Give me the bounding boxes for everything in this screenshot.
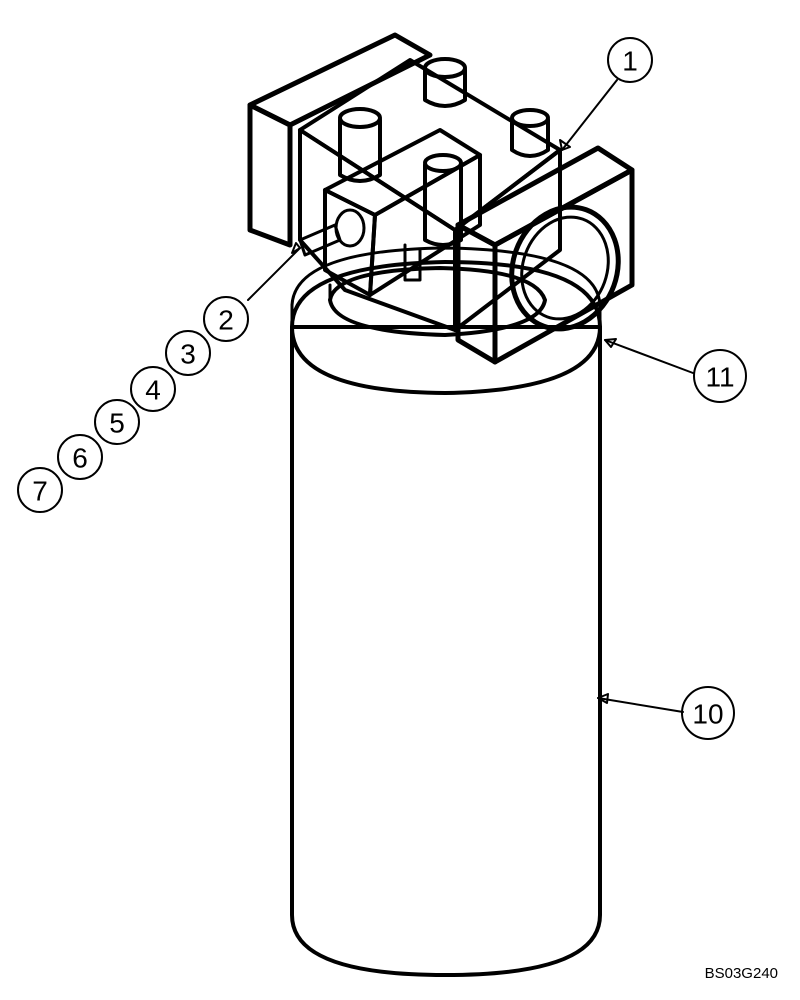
svg-text:4: 4	[145, 375, 161, 406]
callout-5: 5	[94, 399, 140, 445]
svg-text:5: 5	[109, 408, 125, 439]
svg-text:3: 3	[180, 339, 196, 370]
svg-text:6: 6	[72, 443, 88, 474]
callout-3: 3	[165, 330, 211, 376]
filter-head	[247, 32, 635, 365]
callout-7: 7	[17, 467, 63, 513]
svg-text:2: 2	[218, 305, 234, 336]
bolt	[423, 57, 467, 108]
callout-11: 11	[693, 349, 747, 403]
svg-text:1: 1	[622, 46, 638, 77]
svg-text:11: 11	[705, 362, 734, 393]
callout-10: 10	[681, 686, 735, 740]
figure-code: BS03G240	[704, 965, 778, 982]
bolt	[423, 153, 463, 247]
callout-6: 6	[57, 434, 103, 480]
svg-text:7: 7	[32, 476, 48, 507]
bolt	[338, 107, 382, 183]
callout-2: 2	[203, 296, 249, 342]
svg-text:10: 10	[692, 699, 723, 730]
callout-1: 1	[607, 37, 653, 83]
bolt	[510, 108, 550, 158]
callout-4: 4	[130, 366, 176, 412]
filter-canister	[290, 246, 602, 977]
leader-lines	[247, 79, 694, 713]
